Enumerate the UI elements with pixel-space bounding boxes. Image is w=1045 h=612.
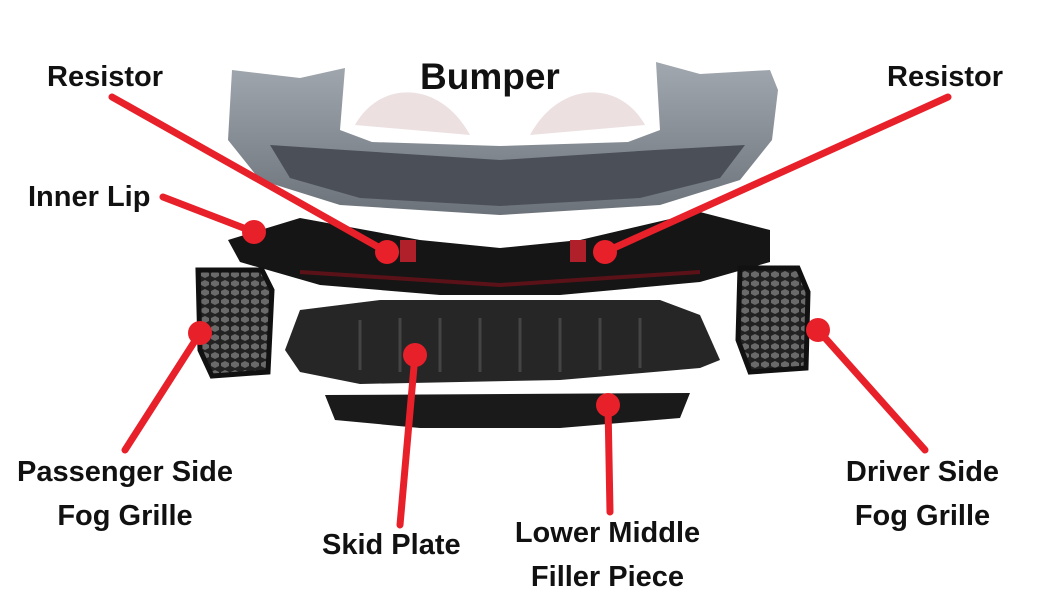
- resistor-left-part: [400, 240, 416, 262]
- callout-dot-passenger-grille: [188, 321, 212, 345]
- callout-dot-driver-grille: [806, 318, 830, 342]
- callout-line-filler: [604, 401, 614, 516]
- label-passenger-grille-line2: Fog Grille: [57, 500, 193, 532]
- callout-dot-inner-lip: [242, 220, 266, 244]
- label-skid-plate: Skid Plate: [322, 529, 461, 561]
- callout-dot-resistor-right: [593, 240, 617, 264]
- label-driver-grille: Driver Side Fog Grille: [825, 450, 1020, 538]
- callout-line-passenger-grille: [121, 329, 204, 454]
- bumper: [228, 62, 778, 215]
- label-filler-line2: Filler Piece: [530, 561, 685, 593]
- callout-line-inner-lip: [159, 193, 258, 236]
- callout-dot-resistor-left: [375, 240, 399, 264]
- inner-lip: [228, 212, 770, 295]
- callout-line-resistor-left: [108, 93, 391, 256]
- label-resistor-left: Resistor: [47, 61, 164, 93]
- label-inner-lip: Inner Lip: [28, 181, 151, 213]
- label-driver-grille-line1: Driver Side: [845, 456, 1000, 488]
- title-bumper: Bumper: [420, 56, 560, 97]
- label-filler-line1: Lower Middle: [514, 517, 701, 549]
- skid-plate: [285, 300, 720, 384]
- lower-middle-filler: [325, 393, 690, 428]
- label-resistor-right: Resistor: [887, 61, 1004, 93]
- resistor-right-part: [570, 240, 586, 262]
- label-passenger-grille: Passenger Side Fog Grille: [0, 450, 250, 538]
- label-filler: Lower Middle Filler Piece: [495, 511, 720, 599]
- callout-line-driver-grille: [814, 326, 929, 454]
- callout-line-skid-plate: [396, 351, 419, 529]
- label-driver-grille-line2: Fog Grille: [854, 500, 991, 532]
- label-passenger-grille-line1: Passenger Side: [17, 456, 233, 488]
- passenger-fog-grille: [195, 267, 275, 379]
- callout-dot-skid-plate: [403, 343, 427, 367]
- driver-fog-grille: [735, 265, 811, 375]
- callout-dot-filler: [596, 393, 620, 417]
- callout-line-resistor-right: [601, 93, 952, 256]
